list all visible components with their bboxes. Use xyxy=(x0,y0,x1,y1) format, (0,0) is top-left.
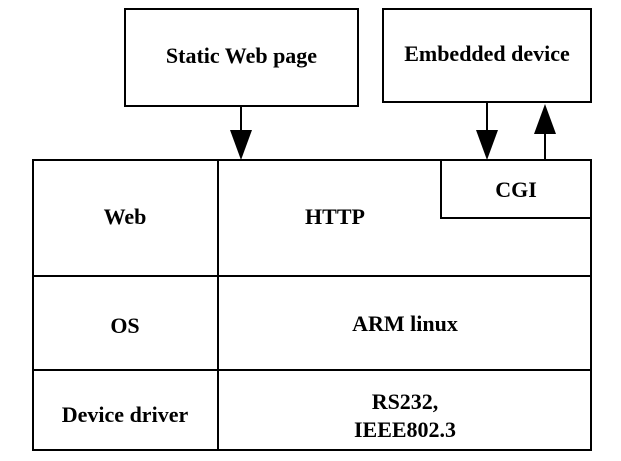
arrow-static-to-http-head xyxy=(230,130,252,160)
embedded-device-box xyxy=(382,8,592,103)
row-divider-web-os xyxy=(32,275,592,277)
row-divider-os-driver xyxy=(32,369,592,371)
device-driver-layer-label: Device driver xyxy=(61,402,189,427)
cgi-box xyxy=(440,159,592,219)
static-web-page-box xyxy=(124,8,359,107)
web-layer-label: Web xyxy=(103,204,147,229)
layer-stack-frame xyxy=(32,159,592,451)
arrow-cgi-to-device-head xyxy=(534,104,556,134)
os-layer-label: OS xyxy=(110,313,140,338)
rs232-label: RS232, xyxy=(371,389,439,414)
embedded-device-label: Embedded device xyxy=(404,41,570,66)
arm-linux-label: ARM linux xyxy=(352,311,458,336)
arrow-device-to-cgi-head xyxy=(476,130,498,160)
cgi-label: CGI xyxy=(495,177,537,202)
column-divider xyxy=(217,159,219,451)
static-web-page-label: Static Web page xyxy=(165,43,318,68)
ieee8023-label: IEEE802.3 xyxy=(353,417,457,442)
http-label: HTTP xyxy=(305,204,365,229)
